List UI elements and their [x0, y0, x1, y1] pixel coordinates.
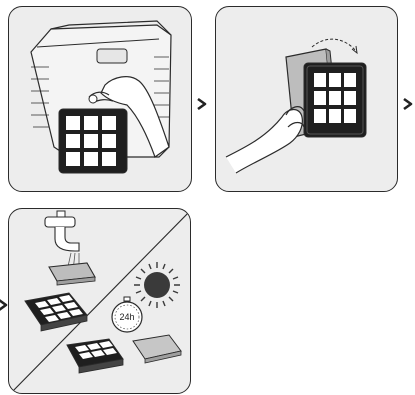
hepa-filter-icon [24, 292, 88, 332]
chevron-right-icon [197, 97, 207, 111]
sponge-drying-icon [132, 334, 182, 364]
sun-icon [134, 262, 180, 308]
dust-bin-filter-removal-illustration [30, 20, 172, 174]
sponge-separation-illustration [225, 38, 367, 174]
step-2-panel [215, 6, 398, 192]
wash-and-dry-illustration: 24h [10, 210, 190, 393]
step-3-panel: 24h [8, 208, 191, 394]
step-1-panel [8, 6, 192, 192]
chevron-right-icon [403, 97, 413, 111]
timer-label: 24h [119, 312, 134, 322]
chevron-right-icon [0, 299, 8, 311]
hepa-filter-drying-icon [66, 338, 124, 374]
water-tap-icon [44, 210, 80, 252]
stopwatch-icon: 24h [111, 296, 143, 333]
